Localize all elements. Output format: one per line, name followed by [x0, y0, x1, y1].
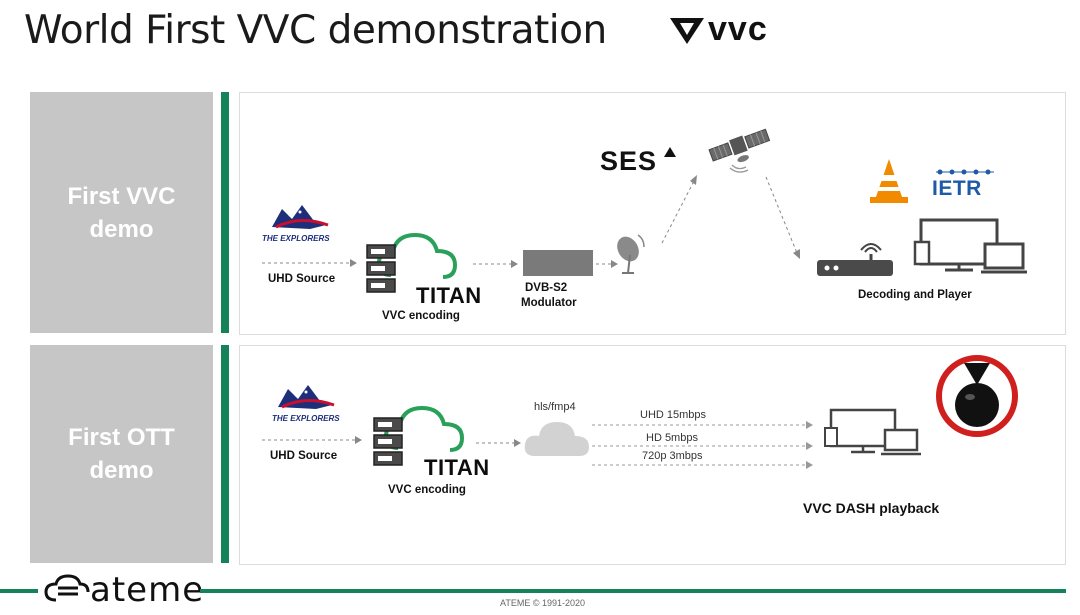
section1-divider — [221, 92, 229, 333]
titan-server-cloud-icon — [373, 405, 465, 466]
uplink-arrow — [661, 175, 697, 244]
arrow-encoder-to-cloud — [476, 439, 521, 447]
vvc-encoding-label: VVC encoding — [388, 484, 466, 496]
titan-server-cloud-icon — [366, 232, 458, 293]
section1-panel: THE EXPLORERS UHD Source TITAN VVC encod… — [239, 92, 1066, 335]
vvc-logo-text: vvc — [708, 10, 768, 48]
ses-triangle-icon — [664, 147, 676, 157]
stream-720p-label: 720p 3mbps — [642, 450, 703, 462]
explorers-text: THE EXPLORERS — [262, 234, 330, 243]
arrow-encoder-to-modulator — [473, 260, 518, 268]
explorers-flag-icon — [272, 205, 329, 229]
uhd-source-label: UHD Source — [270, 450, 338, 462]
satellite-icon — [708, 128, 771, 173]
stream-uhd-label: UHD 15mbps — [640, 409, 707, 421]
modulator-label-line2: Modulator — [521, 297, 577, 309]
arrow-source-to-encoder — [262, 436, 362, 444]
footer-line-right — [200, 589, 1066, 593]
vvc-encoding-label: VVC encoding — [382, 310, 460, 322]
explorers-flag-icon — [278, 385, 335, 409]
prohibited-sign-icon — [936, 355, 1018, 437]
section1-label-box: First VVC demo — [30, 92, 213, 333]
stream-hd-label: HD 5mbps — [646, 432, 698, 444]
dvb-s2-modulator-box — [523, 250, 593, 276]
arrow-modulator-to-dish — [596, 260, 618, 268]
hls-fmp4-label: hls/fmp4 — [534, 401, 576, 413]
arrow-source-to-encoder — [262, 259, 357, 267]
footer-line-left — [0, 589, 38, 593]
set-top-box-icon — [817, 243, 893, 276]
copyright-text: ATEME © 1991-2020 — [500, 598, 586, 608]
ietr-dots-icon — [936, 169, 994, 175]
downlink-arrow — [765, 176, 800, 259]
titan-label: TITAN — [416, 283, 482, 308]
vvc-dash-playback-label: VVC DASH playback — [803, 500, 940, 516]
modulator-label-line1: DVB-S2 — [525, 282, 568, 294]
cdn-cloud-icon — [524, 422, 589, 456]
vvc-logo: vvc — [668, 10, 792, 48]
page-title: World First VVC demonstration — [24, 8, 607, 53]
section2-label: First OTT demo — [68, 424, 175, 484]
multi-screen-devices-icon — [913, 218, 1027, 274]
stream-arrows — [592, 421, 813, 469]
ateme-cloud-logo-icon — [44, 574, 90, 602]
vlc-cone-icon — [870, 159, 908, 203]
decoding-player-label: Decoding and Player — [858, 289, 972, 301]
vvc-logo-mark-icon — [670, 18, 704, 44]
ietr-logo: IETR — [932, 177, 982, 200]
ateme-logo: ateme — [90, 570, 205, 610]
titan-label: TITAN — [424, 455, 490, 480]
explorers-text: THE EXPLORERS — [272, 414, 340, 423]
section1-label: First VVC demo — [67, 182, 176, 243]
section2-label-box: First OTT demo — [30, 345, 213, 563]
ses-logo: SES — [600, 146, 658, 176]
satellite-dish-icon — [617, 234, 645, 274]
multi-screen-devices-icon — [824, 408, 921, 456]
section2-divider — [221, 345, 229, 563]
uhd-source-label: UHD Source — [268, 273, 336, 285]
section2-panel: THE EXPLORERS UHD Source TITAN VVC encod… — [239, 345, 1066, 565]
